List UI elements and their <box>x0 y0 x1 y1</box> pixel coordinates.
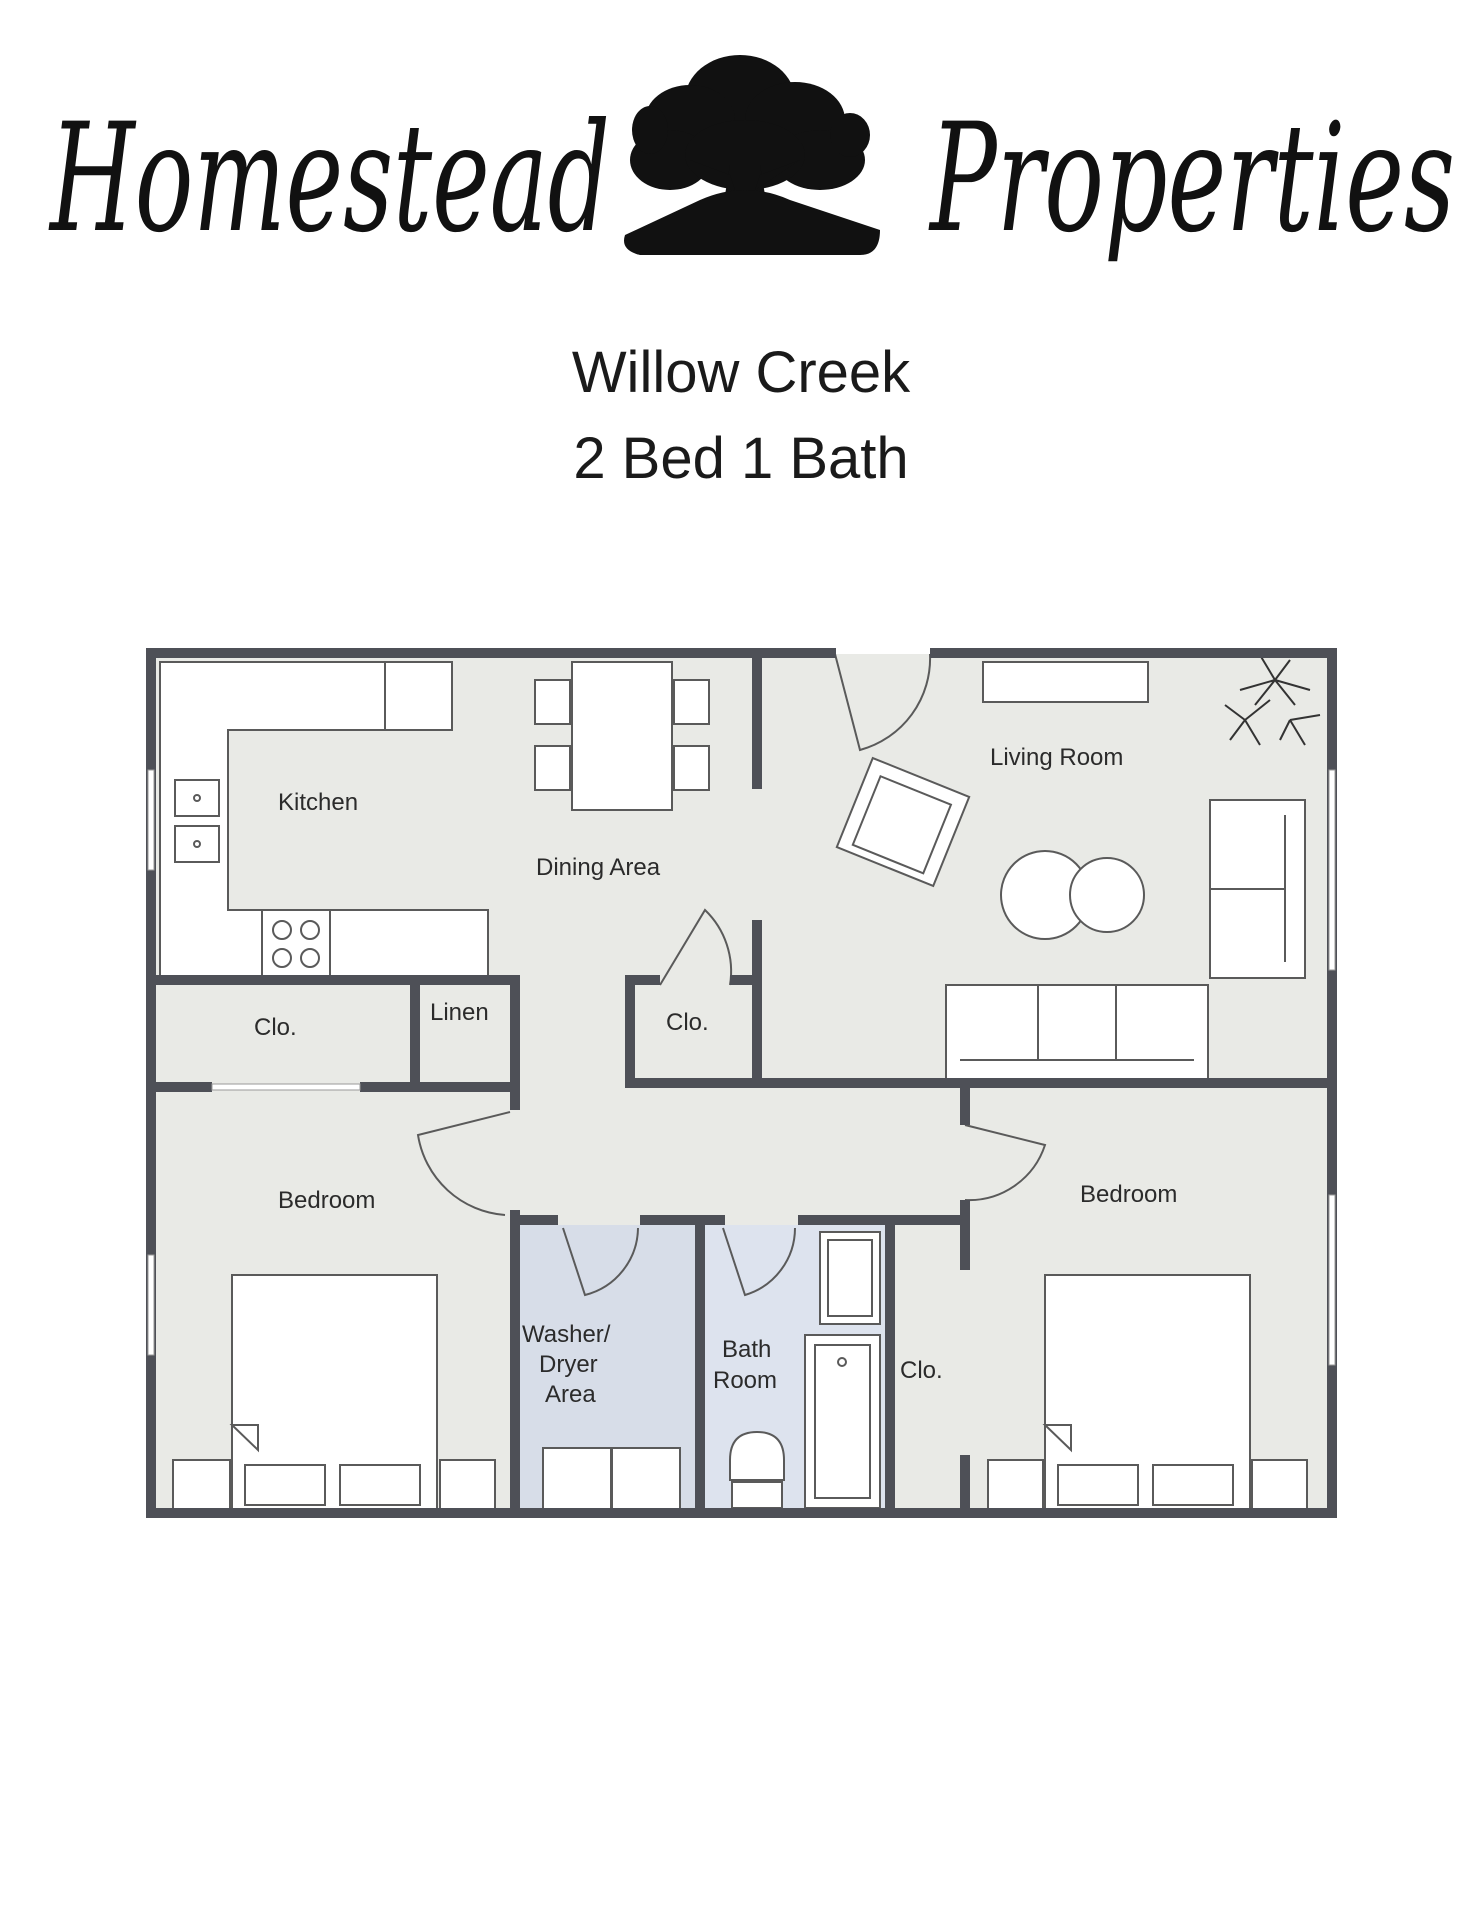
plant-icon <box>1224 654 1321 746</box>
label-closet-hall: Clo. <box>666 1009 709 1036</box>
living-furniture <box>835 661 1306 1082</box>
label-bath-1: Bath <box>722 1336 771 1363</box>
washer <box>542 1447 612 1511</box>
label-laundry-1: Washer/ <box>522 1321 611 1348</box>
laundry-appliances <box>542 1447 681 1511</box>
logo: Homestead Properties <box>48 55 1455 266</box>
brand-name-left: Homestead <box>48 92 610 266</box>
bedroom-right-furniture <box>987 1274 1308 1511</box>
dryer <box>611 1447 681 1511</box>
label-living: Living Room <box>990 744 1123 771</box>
label-dining: Dining Area <box>536 854 661 881</box>
stove-icon <box>261 909 331 979</box>
walls <box>146 648 1337 1518</box>
label-bedroom-left: Bedroom <box>278 1187 375 1214</box>
label-bedroom-right: Bedroom <box>1080 1181 1177 1208</box>
label-closet-kitchen: Clo. <box>254 1014 297 1041</box>
sink-icon <box>174 779 220 817</box>
label-closet-bath: Clo. <box>900 1357 943 1384</box>
label-laundry-2: Dryer <box>539 1351 598 1378</box>
bath-fixtures <box>729 1231 881 1509</box>
nightstand <box>172 1459 231 1511</box>
tv-console <box>982 661 1149 703</box>
windows <box>147 769 1336 1366</box>
oak-tree-icon <box>624 55 880 255</box>
brand-name-right: Properties <box>928 92 1455 266</box>
floor-plan: Kitchen Dining Area Living Room Clo. Lin… <box>146 648 1337 1518</box>
listing-subtitle: 2 Bed 1 Bath <box>573 426 908 491</box>
label-laundry-3: Area <box>545 1381 596 1408</box>
label-kitchen: Kitchen <box>278 789 358 816</box>
listing-title: Willow Creek <box>572 340 911 405</box>
room-labels: Kitchen Dining Area Living Room Clo. Lin… <box>254 744 1177 1408</box>
label-bath-2: Room <box>713 1367 777 1394</box>
toilet-icon <box>729 1430 785 1481</box>
sofa <box>945 984 1209 1082</box>
dining-table <box>534 661 710 811</box>
label-linen: Linen <box>430 999 489 1026</box>
